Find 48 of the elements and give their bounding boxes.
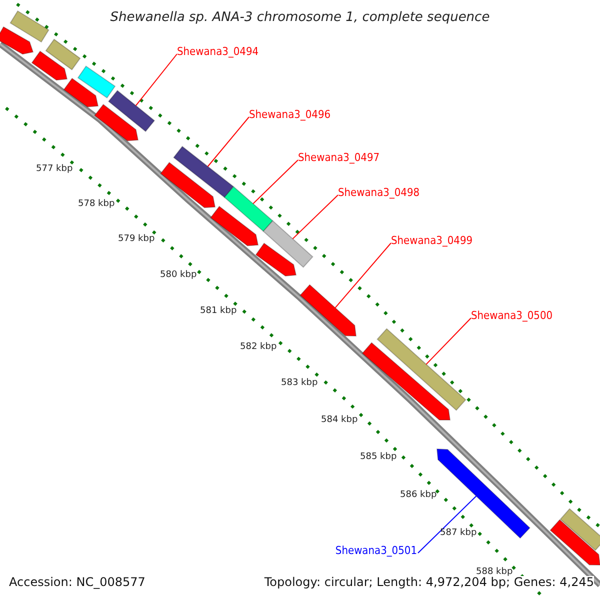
leader-line bbox=[135, 54, 178, 106]
gene-block bbox=[0, 26, 34, 55]
scale-label: 585 kbp bbox=[360, 453, 397, 462]
gene-block bbox=[210, 206, 259, 246]
scale-label: 588 kbp bbox=[476, 568, 513, 577]
gene-block bbox=[63, 78, 99, 108]
scale-label: 583 kbp bbox=[281, 379, 318, 388]
gene-bar bbox=[10, 10, 50, 43]
gene-bar bbox=[224, 186, 274, 232]
accession-text: Accession: NC_008577 bbox=[9, 576, 146, 588]
gene-label: Shewana3_0499 bbox=[391, 235, 473, 246]
gene-bar bbox=[77, 66, 116, 98]
gene-bar bbox=[108, 90, 156, 132]
gene-label: Shewana3_0501 bbox=[335, 545, 417, 556]
gene-bar bbox=[45, 38, 81, 70]
scale-label: 582 kbp bbox=[240, 343, 277, 352]
gene-bar bbox=[262, 220, 314, 268]
scale-label: 580 kbp bbox=[160, 271, 197, 280]
leader-line bbox=[207, 116, 250, 167]
gene-bar bbox=[376, 328, 466, 411]
leader-line bbox=[334, 242, 392, 308]
gene-label: Shewana3_0497 bbox=[298, 152, 380, 163]
diagram-title: Shewanella sp. ANA-3 chromosome 1, complete sequence bbox=[109, 11, 491, 24]
gene-bar bbox=[560, 508, 600, 551]
summary-text: Topology: circular; Length: 4,972,204 bp; Genes: 4,245 bbox=[264, 576, 594, 588]
scale-label: 577 kbp bbox=[36, 165, 73, 174]
gene-block bbox=[31, 50, 68, 81]
scale-label: 579 kbp bbox=[118, 235, 155, 244]
leader-line bbox=[252, 160, 298, 204]
leader-line bbox=[292, 194, 338, 240]
gene-block bbox=[550, 519, 600, 566]
scale-label: 584 kbp bbox=[321, 416, 358, 425]
gene-label: Shewana3_0496 bbox=[249, 109, 331, 120]
gene-block bbox=[255, 242, 297, 277]
gene-block bbox=[436, 448, 530, 539]
leader-line bbox=[426, 318, 472, 365]
gene-label: Shewana3_0500 bbox=[471, 310, 553, 321]
gene-block bbox=[300, 284, 357, 337]
gene-bar bbox=[173, 146, 234, 198]
gene-block bbox=[362, 342, 451, 420]
leader-line bbox=[418, 496, 477, 554]
gene-block bbox=[160, 162, 216, 208]
scale-label: 578 kbp bbox=[78, 200, 115, 209]
scale-label: 581 kbp bbox=[200, 307, 237, 316]
gene-label: Shewana3_0494 bbox=[177, 46, 259, 57]
gene-label: Shewana3_0498 bbox=[338, 187, 420, 198]
gene-block bbox=[94, 104, 139, 142]
scale-label: 587 kbp bbox=[440, 529, 477, 538]
